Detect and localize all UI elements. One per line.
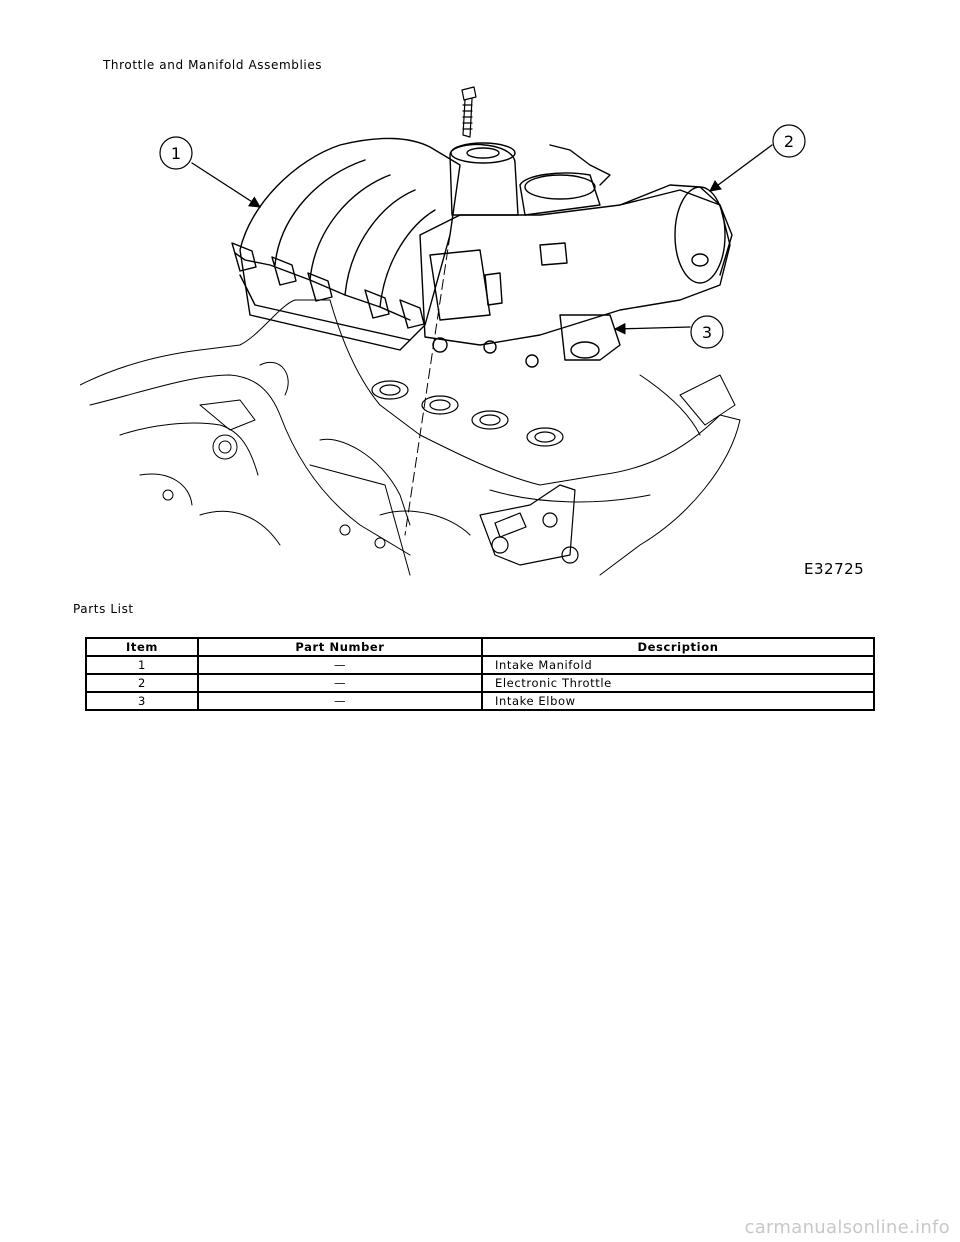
cell-description: Intake Elbow	[481, 691, 875, 711]
header-item: Item	[85, 637, 199, 657]
intake-manifold	[231, 137, 461, 351]
bolt	[461, 86, 477, 138]
table-row: 1 — Intake Manifold	[85, 655, 875, 675]
table-row: 3 — Intake Elbow	[85, 691, 875, 711]
cell-item: 3	[85, 691, 199, 711]
header-description: Description	[481, 637, 875, 657]
intake-ports	[371, 380, 564, 447]
throttle-body	[419, 142, 733, 368]
cell-description: Intake Manifold	[481, 655, 875, 675]
figure-title: Throttle and Manifold Assemblies	[103, 58, 323, 72]
cell-item: 1	[85, 655, 199, 675]
header-part-number: Part Number	[197, 637, 483, 657]
table-row: 2 — Electronic Throttle	[85, 673, 875, 693]
parts-table: Item Part Number Description 1 — Intake …	[85, 637, 875, 711]
callout-leaders	[191, 144, 773, 335]
cell-item: 2	[85, 673, 199, 693]
callout-2: 2	[784, 132, 794, 151]
figure-code: E32725	[804, 560, 865, 578]
callout-3: 3	[702, 323, 712, 342]
mounting-bracket	[479, 484, 579, 566]
engine-block	[80, 299, 741, 576]
cell-part-number: —	[197, 655, 483, 675]
callout-circles	[159, 124, 806, 349]
cell-description: Electronic Throttle	[481, 673, 875, 693]
watermark: carmanualsonline.info	[744, 1217, 950, 1238]
cell-part-number: —	[197, 691, 483, 711]
engine-illustration: 1 2 3	[80, 75, 880, 585]
table-header-row: Item Part Number Description	[85, 637, 875, 657]
callout-1: 1	[171, 144, 181, 163]
cell-part-number: —	[197, 673, 483, 693]
parts-list-title: Parts List	[73, 602, 134, 616]
